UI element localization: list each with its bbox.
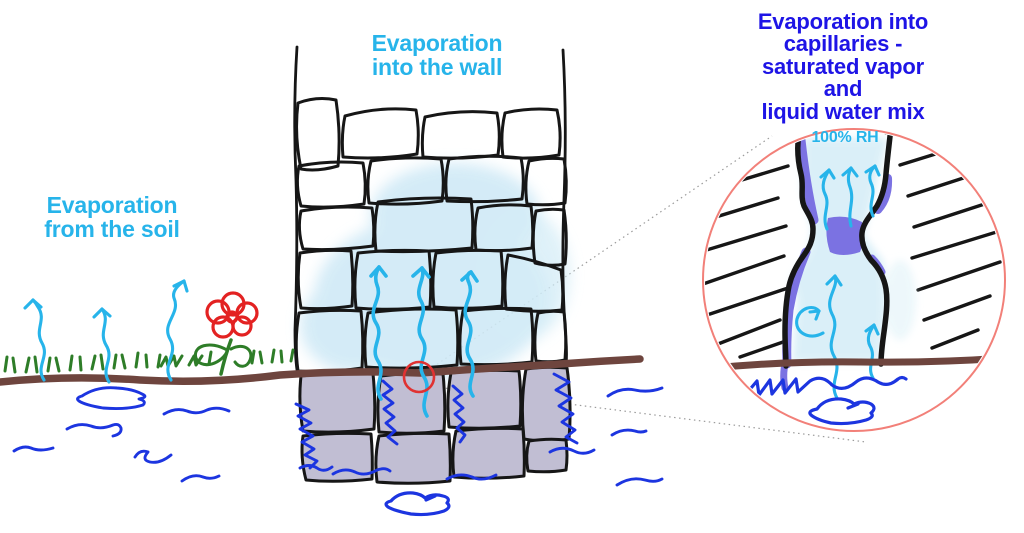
flower-drawing: [193, 291, 259, 376]
inset-circle-ring: [702, 128, 1006, 432]
soil-evaporation-arrows: [23, 279, 189, 384]
inset-magnifier-circle: [702, 128, 1006, 432]
capillary-walls: [782, 131, 894, 369]
soil-scene: [12, 386, 664, 487]
inset-title: Evaporation into capillaries - saturated…: [757, 9, 929, 124]
wall-scene: [293, 45, 596, 517]
connector-dotted-lines: [432, 135, 867, 443]
inset-ground-line: [705, 354, 1003, 373]
relative-humidity-label: 100% RH: [811, 129, 879, 146]
inset-groundwater: [744, 375, 908, 426]
wall-foundation-stones: [298, 365, 572, 485]
wall-moisture-wash: [300, 163, 570, 380]
foundation-water-scribbles: [294, 372, 596, 481]
ground-line: [0, 355, 644, 386]
capillary-marker-circle: [402, 360, 436, 394]
flower-petals: [205, 291, 259, 339]
soil-water-squiggles: [12, 386, 664, 487]
wall-base-puddle: [384, 491, 451, 517]
capillary-liquid-water: [780, 135, 893, 392]
capillary-vapor-arrows: [795, 164, 881, 400]
wall-evaporation-label: Evaporation into the wall: [371, 30, 503, 81]
soil-evaporation-label: Evaporation from the soil: [44, 192, 180, 243]
